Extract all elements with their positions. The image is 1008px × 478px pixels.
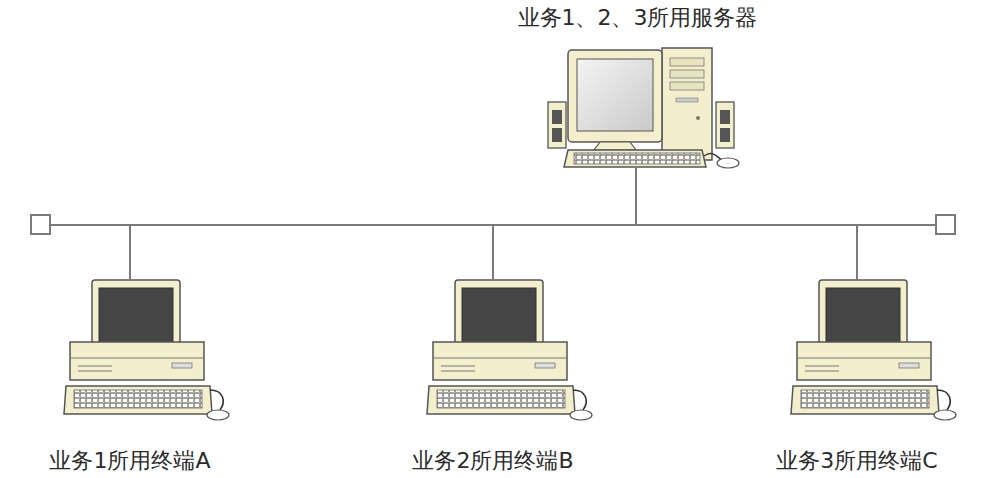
node-label: 业务1、2、3所用服务器: [466, 5, 809, 31]
terminal-illustration: [427, 280, 592, 420]
terminal-illustration: [64, 280, 229, 420]
bus-connector: [130, 167, 636, 280]
terminator: [31, 215, 50, 234]
node-label: 业务3所用终端C: [743, 448, 971, 474]
server-node: 业务1、2、3所用服务器: [466, 5, 809, 167]
server-illustration: [548, 48, 739, 168]
terminal-node: 业务2所用终端B: [379, 280, 607, 474]
terminal-node: 业务3所用终端C: [743, 280, 971, 474]
terminal-illustration: [791, 280, 956, 420]
node-label: 业务2所用终端B: [379, 448, 607, 474]
bus-connector: [636, 167, 857, 280]
bus-connector: [493, 167, 636, 280]
node-label: 业务1所用终端A: [16, 448, 244, 474]
terminator: [936, 215, 955, 234]
terminal-node: 业务1所用终端A: [16, 280, 244, 474]
